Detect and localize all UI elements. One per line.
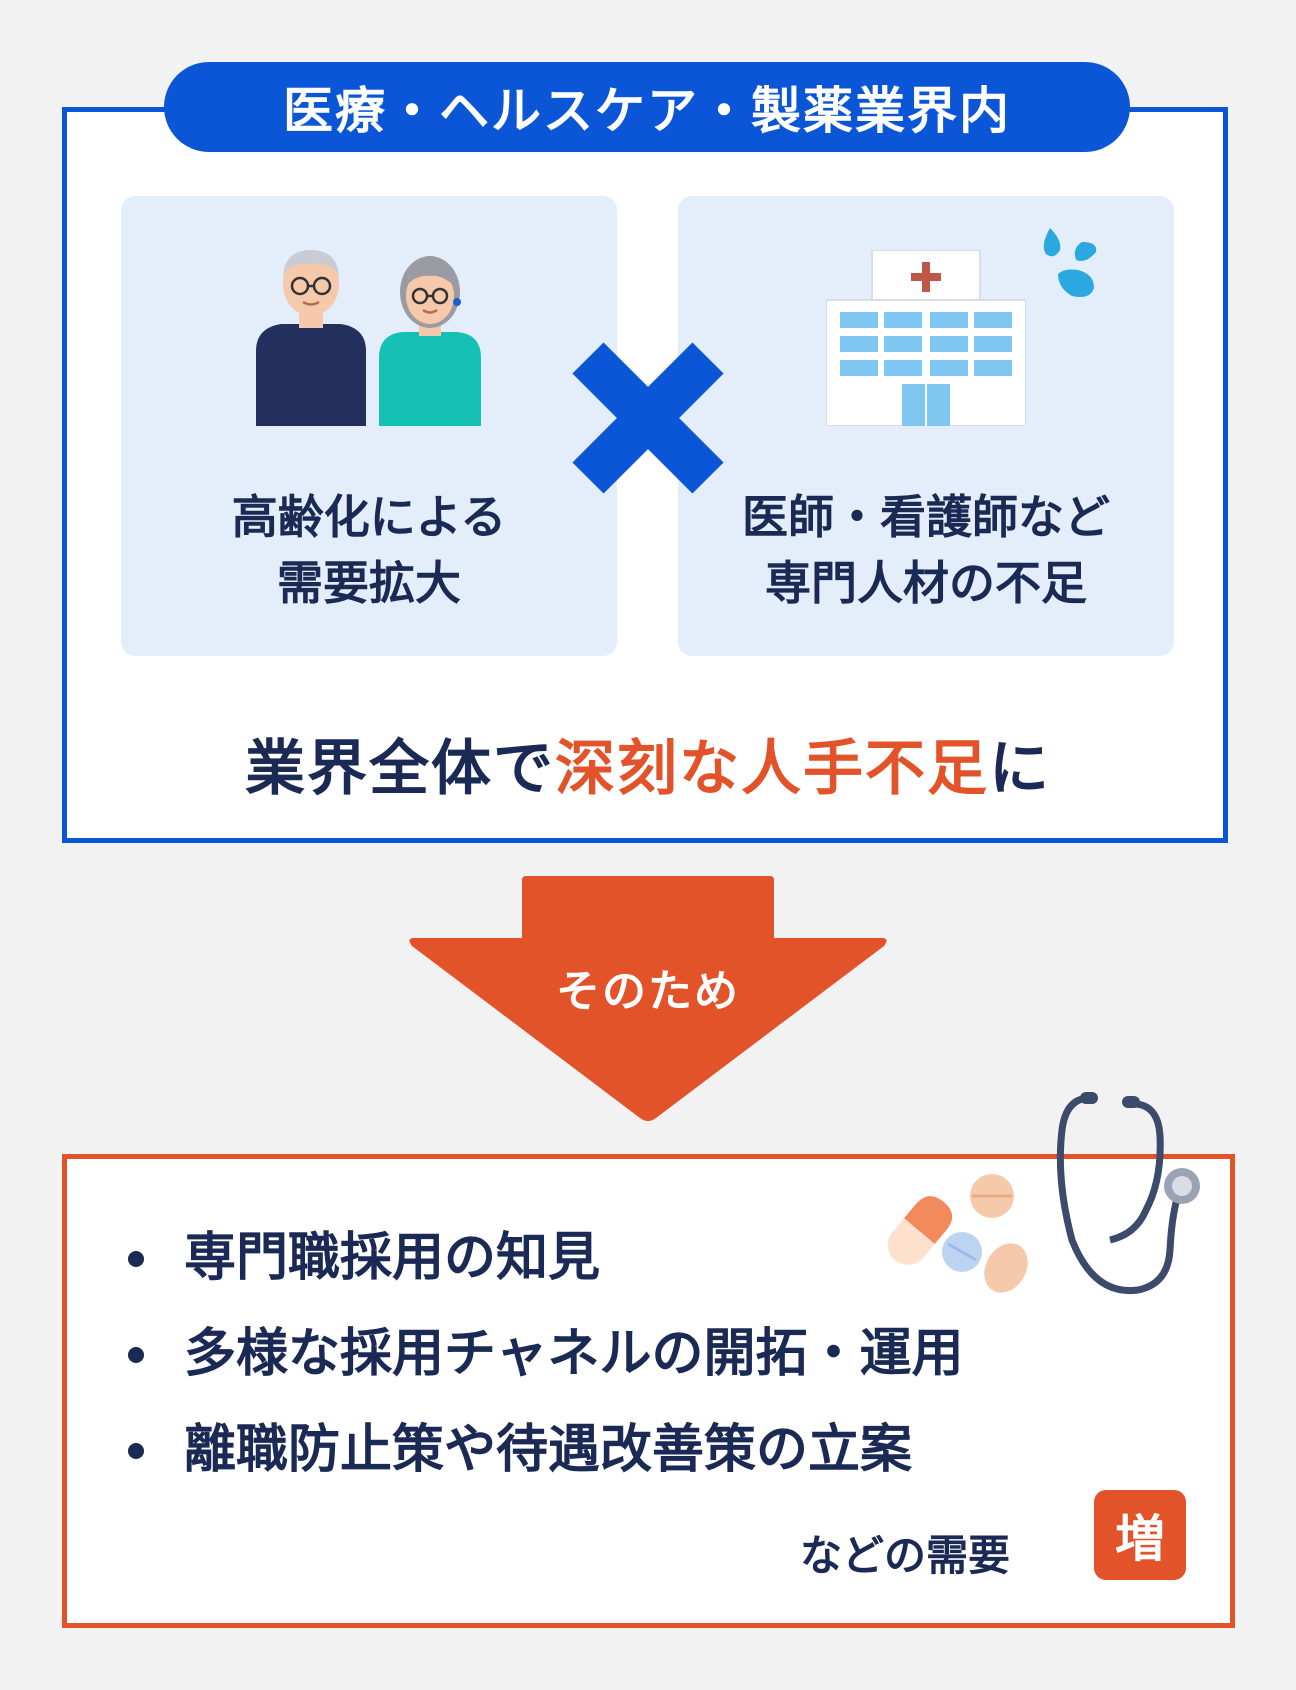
staff-shortage-line1: 医師・看護師など [742,490,1110,544]
list-item: 離職防止策や待遇改善策の立案 [124,1417,963,1513]
bullet-icon [128,1443,144,1459]
summary-after: に [989,734,1051,804]
aging-demand-line2: 需要拡大 [277,556,461,610]
arrow-label: そのため [556,966,740,1017]
aging-demand-line1: 高齢化による [231,490,507,544]
pills-icon [888,1174,1028,1293]
staff-shortage-line2: 専門人材の不足 [765,556,1087,610]
hospital-icon [826,250,1026,426]
bullet-icon [128,1251,144,1267]
elderly-couple-icon [256,250,481,426]
needs-list: 専門職採用の知見 多様な採用チャネルの開拓・運用 離職防止策や待遇改善策の立案 [124,1225,963,1513]
aging-demand-panel [121,196,617,656]
top-section-header: 医療・ヘルスケア・製薬業界内 [164,62,1130,152]
sweat-drops-icon [1043,228,1097,297]
down-arrow-icon [409,876,887,1121]
list-item-text: 多様な採用チャネルの開拓・運用 [184,1324,964,1384]
cross-icon [572,342,724,494]
stethoscope-icon [1056,1092,1200,1295]
bullet-icon [128,1347,144,1363]
list-item: 専門職採用の知見 [124,1225,963,1321]
summary-before: 業界全体で [245,734,555,804]
list-item-text: 専門職採用の知見 [184,1228,601,1288]
increase-badge: 増 [1094,1490,1186,1580]
footer-text: などの需要 [800,1531,1011,1580]
summary-text: 業界全体で深刻な人手不足に [0,720,1296,807]
list-item-text: 離職防止策や待遇改善策の立案 [184,1420,913,1480]
bottom-section-box [62,1154,1235,1628]
list-item: 多様な採用チャネルの開拓・運用 [124,1321,963,1417]
staff-shortage-panel [678,196,1174,656]
summary-highlight: 深刻な人手不足 [555,734,989,804]
